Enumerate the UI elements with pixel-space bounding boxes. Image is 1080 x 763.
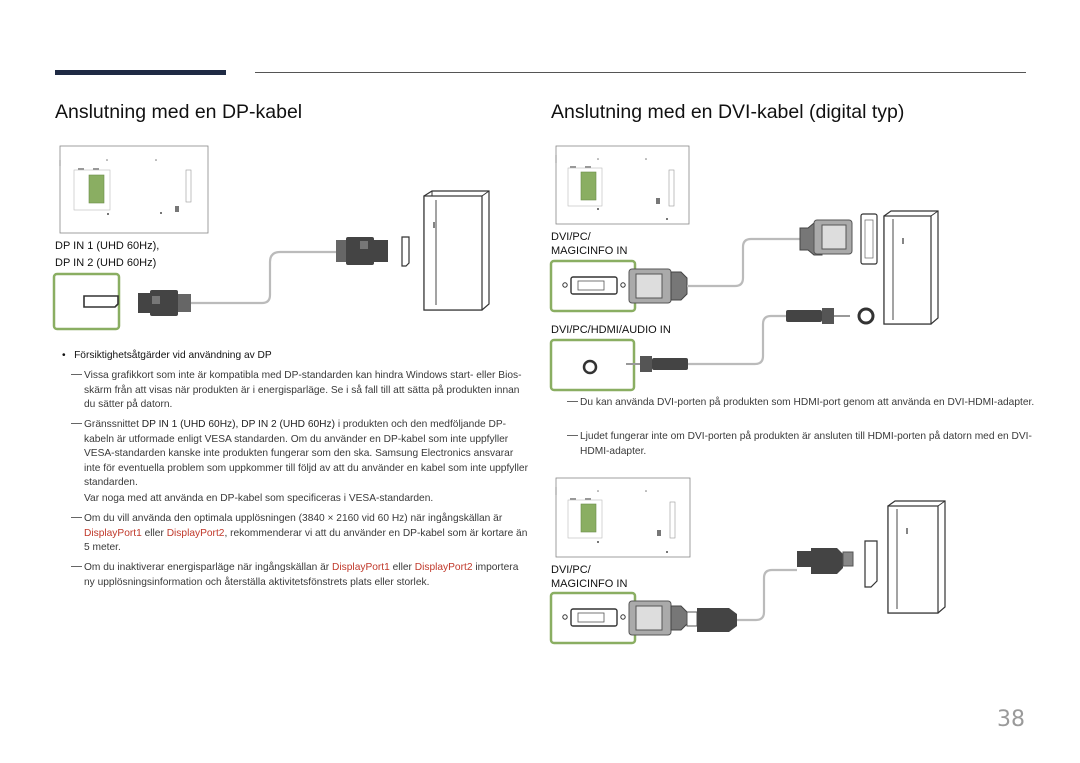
dp-note-4-mid: eller <box>389 562 415 573</box>
dp-port-label-1: DP IN 1 (UHD 60Hz), <box>55 240 160 252</box>
note-dash <box>71 423 82 424</box>
dvi-note-1-text: Du kan använda DVI-porten på produkten s… <box>580 397 1035 408</box>
page-number: 38 <box>997 707 1025 732</box>
bullet-dot: • <box>62 350 75 361</box>
pc-tower-dp <box>401 190 490 311</box>
dvi-hdmi-adapter <box>628 548 854 636</box>
displayport2-link: DisplayPort2 <box>414 562 473 573</box>
dvi-section-heading: Anslutning med en DVI-kabel (digital typ… <box>551 101 905 123</box>
dvi-note-1: Du kan använda DVI-porten på produkten s… <box>551 396 1046 411</box>
dp-note-2: Gränssnittet DP IN 1 (UHD 60Hz), DP IN 2… <box>55 418 531 491</box>
dp-note-2-text-a: Gränssnittet <box>84 419 142 430</box>
dp-note-1: Vissa grafikkort som inte är kompatibla … <box>55 369 531 413</box>
dvi2-port-label-1: DVI/PC/ <box>551 564 591 576</box>
dp-note-2-text-c: i produkten och den medföljande DP-kabel… <box>84 419 528 489</box>
audio-port-label: DVI/PC/HDMI/AUDIO IN <box>551 324 671 336</box>
header-rule <box>255 72 1026 73</box>
dp-section-heading: Anslutning med en DP-kabel <box>55 101 303 123</box>
dvi-note-2-text: Ljudet fungerar inte om DVI-porten på pr… <box>580 431 1032 457</box>
dp-port-highlight <box>52 272 121 331</box>
pc-tower-dvi <box>857 210 939 325</box>
note-dash <box>71 566 82 567</box>
displayport1-link: DisplayPort1 <box>332 562 390 573</box>
pc-tower-hdmi <box>864 500 946 614</box>
dvi2-port-label-2: MAGICINFO IN <box>551 578 628 590</box>
monitor-back-panel-dvi <box>555 145 690 225</box>
dp-note-4-text-a: Om du inaktiverar energisparläge när ing… <box>84 562 333 573</box>
dp-cable <box>138 237 388 316</box>
dp-note-2-ports: DP IN 1 (UHD 60Hz), DP IN 2 (UHD 60Hz) <box>141 419 335 430</box>
dp-port-label-2: DP IN 2 (UHD 60Hz) <box>55 257 157 269</box>
header-accent-bar <box>55 70 226 75</box>
dvi-note-2: Ljudet fungerar inte om DVI-porten på pr… <box>551 430 1046 459</box>
dp-note-3: Om du vill använda den optimala upplösni… <box>55 512 531 556</box>
dp-note-3-mid: eller <box>141 527 167 539</box>
displayport1-link: DisplayPort1 <box>84 527 142 539</box>
monitor-back-panel-dp <box>59 145 209 234</box>
dp-precautions-bullet: • Försiktighetsåtgärder vid användning a… <box>62 349 272 363</box>
dvi-port-highlight <box>549 259 637 313</box>
dp-note-4: Om du inaktiverar energisparläge när ing… <box>55 561 531 590</box>
monitor-back-panel-dvi-2 <box>555 477 691 558</box>
bullet-text: Försiktighetsåtgärder vid användning av … <box>74 350 272 361</box>
dvi-port-highlight-2 <box>549 591 637 645</box>
note-dash <box>71 374 82 375</box>
note-dash <box>567 435 578 436</box>
dp-note-1-text: Vissa grafikkort som inte är kompatibla … <box>84 370 522 411</box>
displayport2-link: DisplayPort2 <box>166 527 225 539</box>
audio-cable <box>549 308 850 392</box>
dvi-cable <box>628 219 853 304</box>
dp-note-4-text-c: importera ny upplösningsinformation och … <box>84 562 519 588</box>
note-dash <box>567 401 578 402</box>
dp-note-3-text-a: Om du vill använda den optimala upplösni… <box>84 513 503 524</box>
dp-note-3-text-c: , rekommenderar vi att du använder en DP… <box>84 527 528 554</box>
note-dash <box>71 517 82 518</box>
dp-note-2-extra: Var noga med att använda en DP-kabel som… <box>84 493 434 504</box>
dvi-port-label-2: MAGICINFO IN <box>551 245 628 257</box>
dvi-port-label-1: DVI/PC/ <box>551 231 591 243</box>
